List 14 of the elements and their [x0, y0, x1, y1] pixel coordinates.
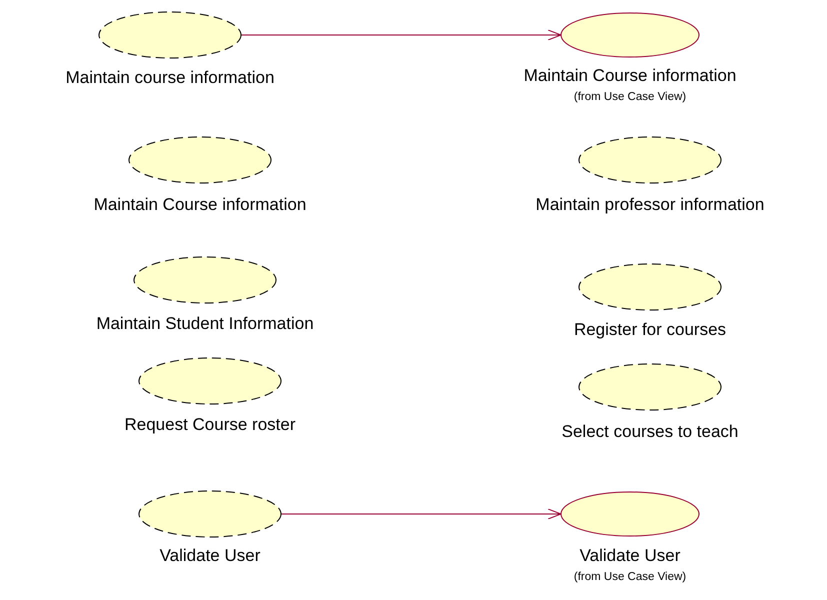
use-case-name: Maintain Course information — [92, 195, 308, 215]
use-case-name: Select courses to teach — [560, 422, 740, 442]
use-case-name: Maintain Student Information — [95, 314, 315, 334]
use-case-name: Register for courses — [572, 320, 728, 340]
use-case-name: Request Course roster — [123, 415, 297, 435]
arrow — [280, 508, 562, 520]
package-note: (from Use Case View) — [572, 91, 688, 103]
use-case-name: Maintain course information — [64, 68, 276, 88]
use-case-name: Maintain Course information — [522, 66, 738, 86]
use-case-name: Validate User — [158, 546, 262, 566]
arrow — [240, 30, 562, 40]
use-case-name: Validate User — [578, 546, 682, 566]
use-case-name: Maintain professor information — [534, 195, 766, 215]
package-note: (from Use Case View) — [572, 571, 688, 583]
